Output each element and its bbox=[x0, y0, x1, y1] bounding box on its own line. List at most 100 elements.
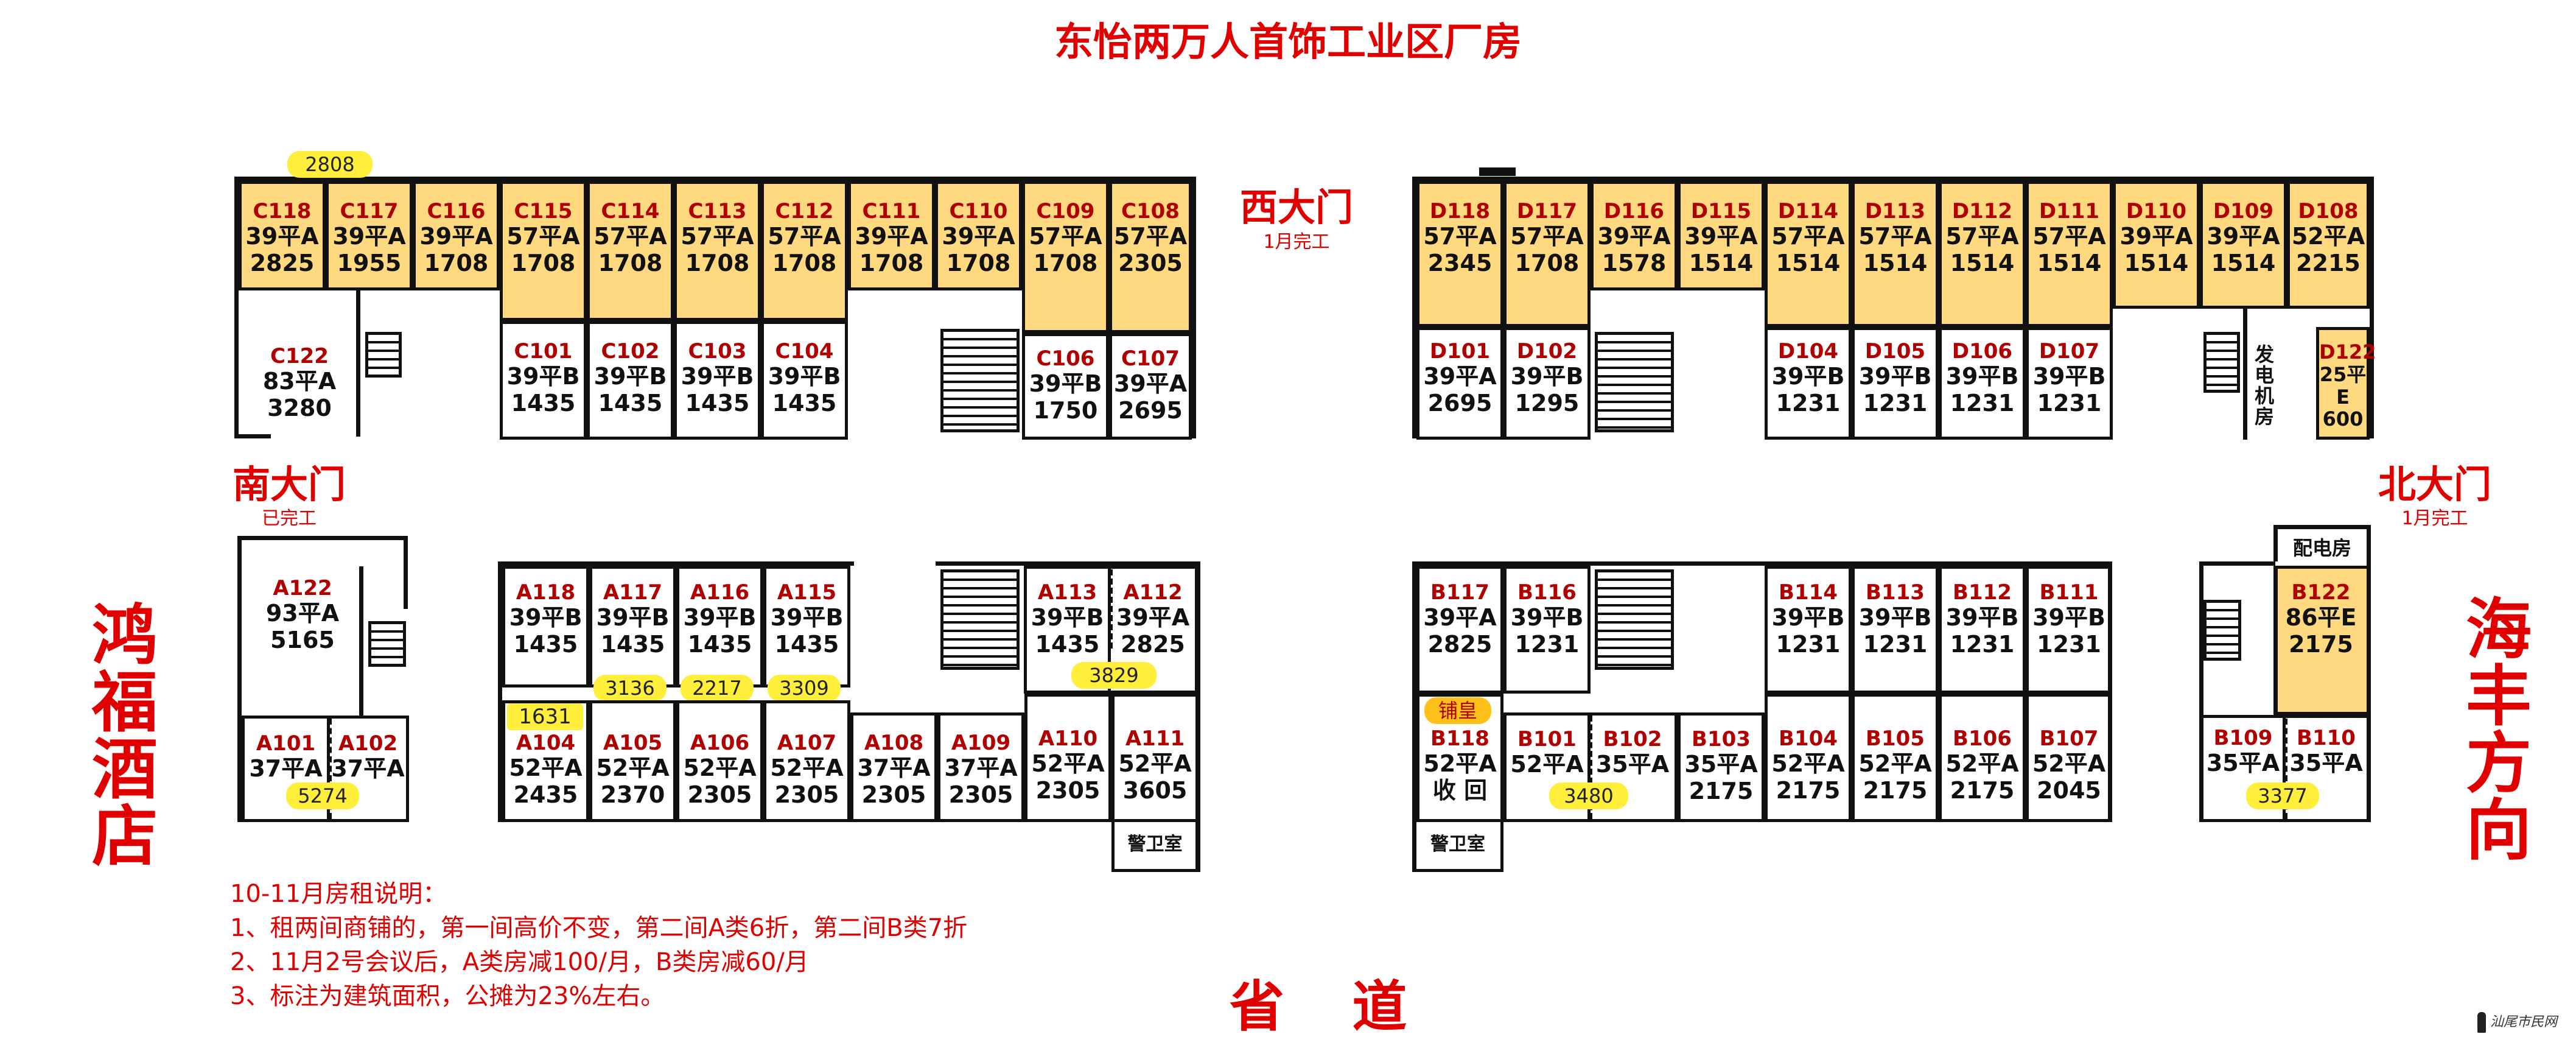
c122-divider-wall bbox=[356, 290, 360, 437]
rent-notes: 10-11月房租说明： 1、租两间商铺的，第一间高价不变，第二间A类6折，第二间… bbox=[230, 877, 1143, 1013]
tag-a117: 3136 bbox=[593, 675, 667, 702]
b122-left-wall bbox=[2273, 566, 2278, 715]
haifeng-direction-label: 海丰方向 bbox=[2465, 592, 2532, 869]
a113-a112-dashed-divider bbox=[1110, 569, 1113, 649]
tag-a104: 1631 bbox=[507, 703, 583, 730]
b-block-left-wall bbox=[1412, 561, 1416, 872]
tag-a116: 2217 bbox=[681, 675, 754, 702]
tag-a115: 3309 bbox=[768, 675, 841, 702]
b-guard-room: 警卫室 bbox=[1412, 822, 1503, 872]
tag-b101: 3480 bbox=[1549, 782, 1628, 809]
a101-a102-dashed-divider bbox=[329, 719, 332, 819]
b-stair-large bbox=[1595, 569, 1674, 670]
north-gate-status: 1月完工 bbox=[2401, 508, 2468, 529]
a122-right-wall bbox=[404, 536, 408, 609]
tag-a101: 5274 bbox=[286, 782, 359, 809]
b-block-top-wall bbox=[1412, 561, 2112, 566]
a-stair-small bbox=[368, 621, 406, 667]
d-stair-small bbox=[2203, 332, 2240, 393]
a-stair-large bbox=[940, 569, 1020, 670]
power-room-left-wall bbox=[2273, 525, 2278, 561]
rent-notes-heading: 10-11月房租说明： bbox=[230, 880, 447, 908]
d-block-left-wall bbox=[1412, 177, 1416, 438]
generator-room-label: 发电机房 bbox=[2254, 343, 2274, 428]
watermark-logo: 汕尾市民网 bbox=[2477, 1011, 2569, 1033]
power-room-label: 配电房 bbox=[2292, 536, 2351, 560]
c-block-top-wall bbox=[234, 177, 1196, 181]
a-guard-room: 警卫室 bbox=[1111, 822, 1199, 872]
watermark-text: 汕尾市民网 bbox=[2490, 1015, 2558, 1030]
d-block-vent bbox=[1479, 167, 1516, 176]
